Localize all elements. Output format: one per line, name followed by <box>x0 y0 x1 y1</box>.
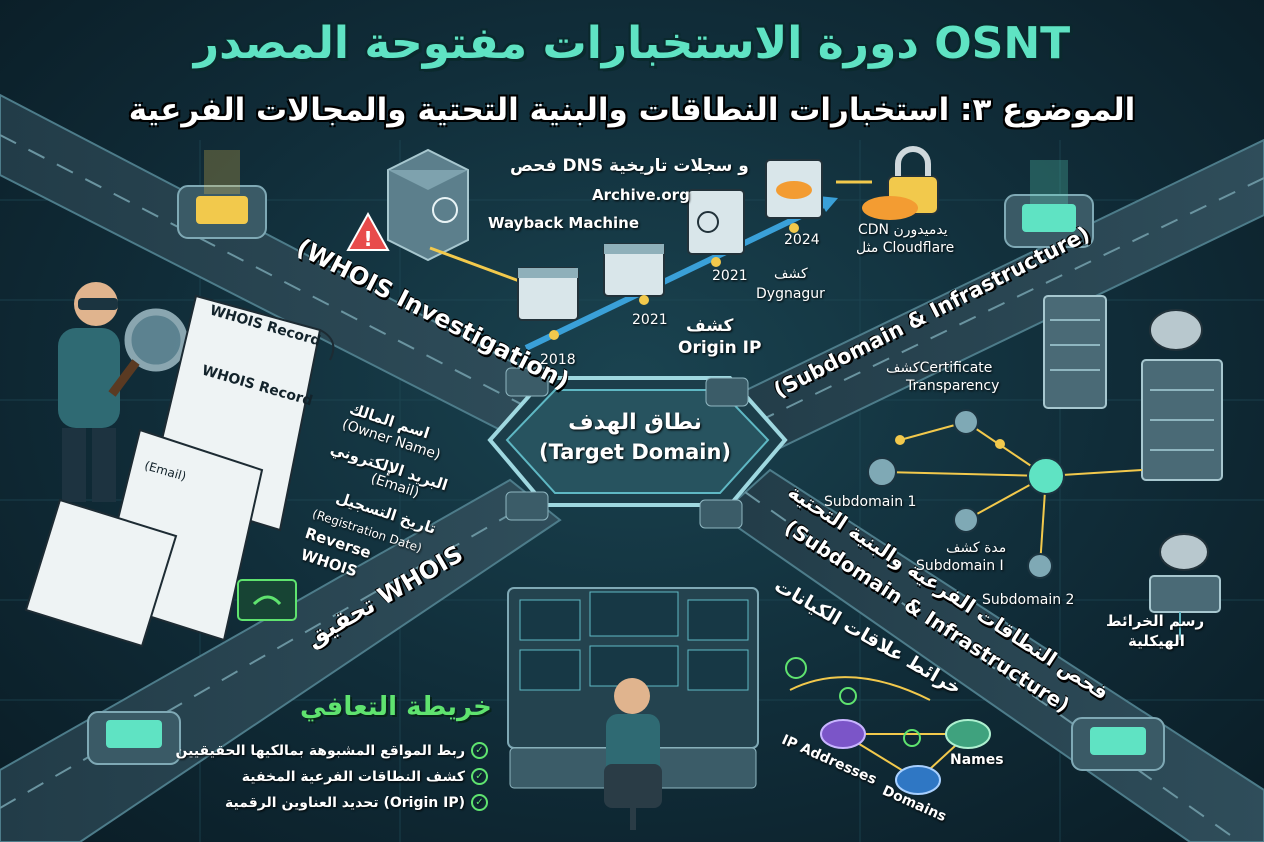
legend-item-1-text: ربط المواقع المشبوهة بمالكيها الحقيقيين <box>175 742 465 759</box>
legend-item-3-text: تحديد العناوين الرقمية (Origin IP) <box>225 794 465 811</box>
target-domain-ar: نطاق الهدف <box>568 410 702 435</box>
dns-history-label: فحص DNS و سجلات تاريخية <box>510 156 749 176</box>
origin-ip-en-label: Origin IP <box>678 338 762 358</box>
target-domain-hub <box>487 367 788 529</box>
target-domain-label: نطاق الهدف (Target Domain) <box>492 382 778 508</box>
timeline-year-2021-a: 2021 <box>632 312 668 328</box>
archive-org-label: Archive.org <box>592 186 690 204</box>
cloudflare-lock-icon <box>836 146 939 220</box>
timeline-year-2021-b: 2021 <box>712 268 748 284</box>
dygnagur-en-label: Dygnagur <box>756 286 825 302</box>
archive-window-2024 <box>765 159 823 219</box>
monitoring-station <box>507 587 759 830</box>
hub-bottom-right <box>1071 717 1165 771</box>
entity-relations <box>785 657 991 795</box>
link-arrow <box>429 246 523 284</box>
timeline-window-group <box>517 159 823 340</box>
legend-title: خريطة التعافي <box>300 692 492 722</box>
analyst-figure <box>58 282 188 502</box>
legend-item-1: ربط المواقع المشبوهة بمالكيها الحقيقيين … <box>176 742 488 759</box>
server-cube-icon <box>387 148 469 262</box>
cert-transparency-label-2: Transparency <box>906 378 1000 394</box>
cdn-label-2: مثل Cloudflare <box>856 240 955 256</box>
subdomain-2-label: Subdomain 2 <box>982 592 1075 608</box>
page-title: دورة الاستخبارات مفتوحة المصدر OSNT <box>193 18 1071 69</box>
satellite-dish-icon <box>1149 309 1221 613</box>
structural-mapping-label-1: رسم الخرائط <box>1106 612 1205 630</box>
structural-mapping-label-2: الهيكلية <box>1128 632 1185 650</box>
wayback-machine-label: Wayback Machine <box>488 214 640 232</box>
hub-bottom-left <box>87 711 181 765</box>
subdomain-network <box>881 421 1143 567</box>
check-icon: ✓ <box>471 794 488 811</box>
page-subtitle: الموضوع ٣: استخبارات النطاقات والبنية ال… <box>128 92 1136 128</box>
check-icon: ✓ <box>471 742 488 759</box>
archive-window-2021b <box>687 189 745 255</box>
reverse-whois-icon <box>237 579 297 621</box>
svg-text:!: ! <box>363 227 372 251</box>
warning-icon: ! <box>346 211 390 251</box>
timeline-year-2024: 2024 <box>784 232 820 248</box>
whois-scrolls <box>24 294 335 648</box>
subdomain-i-ar-label: مدة كشف <box>946 540 1007 556</box>
subdomain-i-en-label: Subdomain I <box>916 558 1004 574</box>
legend-item-2: كشف النطاقات الفرعية المخفية ✓ <box>242 768 488 785</box>
timeline-year-2018: 2018 <box>540 352 576 368</box>
server-rack-icons <box>1043 295 1223 481</box>
archive-window-2021a <box>603 243 665 297</box>
entity-names-label: Names <box>950 752 1004 768</box>
subdomain-nodes <box>867 409 1065 579</box>
hub-top-left <box>177 150 267 239</box>
dygnagur-ar-label: كشف <box>774 266 808 282</box>
cdn-label-1: CDN يدميدورن <box>858 222 948 238</box>
origin-ip-ar-label: كشف <box>686 316 734 336</box>
legend-item-2-text: كشف النطاقات الفرعية المخفية <box>241 768 465 785</box>
cert-transparency-label-1: كشفCertificate <box>886 360 993 376</box>
target-domain-en: (Target Domain) <box>538 440 732 464</box>
legend-item-3: تحديد العناوين الرقمية (Origin IP) ✓ <box>225 794 488 811</box>
check-icon: ✓ <box>471 768 488 785</box>
hub-top-right <box>1004 160 1094 248</box>
archive-window-2018 <box>517 267 579 321</box>
subdomain-1-label: Subdomain 1 <box>824 494 917 510</box>
